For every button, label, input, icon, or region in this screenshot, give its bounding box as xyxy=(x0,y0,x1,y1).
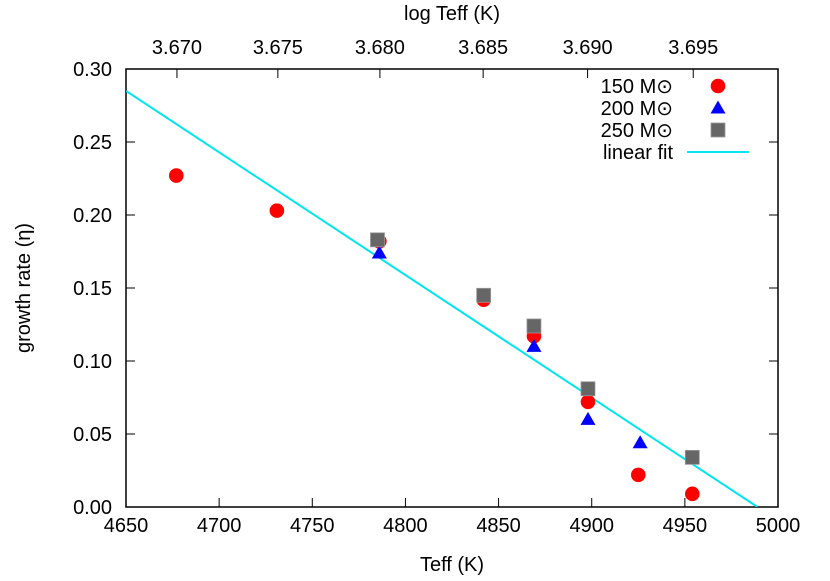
data-point-circle xyxy=(685,486,700,502)
data-point-square xyxy=(526,318,542,334)
y-axis-label: growth rate (η) xyxy=(13,223,35,353)
data-point-square xyxy=(476,287,492,303)
x-tick-label: 4700 xyxy=(197,515,242,537)
x2-tick-label: 3.690 xyxy=(563,37,613,59)
y-tick-label: 0.00 xyxy=(73,497,112,519)
x2-tick-label: 3.680 xyxy=(355,37,405,59)
x2-tick-label: 3.670 xyxy=(152,37,202,59)
top-x-axis-label: log Teff (K) xyxy=(404,3,500,25)
data-point-circle xyxy=(580,394,596,410)
x-tick-label: 4650 xyxy=(104,515,149,537)
legend: 150 M⊙200 M⊙250 M⊙linear fit xyxy=(601,76,749,164)
y-tick-label: 0.30 xyxy=(73,59,112,81)
linear-fit-line xyxy=(126,90,759,507)
x-tick-label: 4750 xyxy=(290,515,335,537)
fit-line xyxy=(126,90,759,507)
x-tick-label: 5000 xyxy=(756,515,801,537)
x-tick-label: 4850 xyxy=(476,515,521,537)
data-point-triangle xyxy=(632,435,648,449)
legend-label: 150 M⊙ xyxy=(601,76,673,98)
data-point-triangle xyxy=(580,411,596,425)
data-point-circle xyxy=(630,467,646,483)
x2-tick-label: 3.685 xyxy=(458,37,508,59)
y-tick-label: 0.15 xyxy=(73,278,112,300)
legend-marker-square xyxy=(710,122,726,138)
y-tick-label: 0.10 xyxy=(73,351,112,373)
plot-frame xyxy=(125,68,779,508)
data-point-triangle xyxy=(526,338,542,352)
x-tick-label: 4900 xyxy=(569,515,614,537)
data-point-square xyxy=(370,232,385,248)
x2-tick-label: 3.695 xyxy=(668,37,718,59)
data-point-circle xyxy=(168,168,184,183)
plot-border xyxy=(125,68,779,508)
y-tick-label: 0.25 xyxy=(73,132,112,154)
x-axis-label: Teff (K) xyxy=(420,554,484,576)
data-point-circle xyxy=(269,203,285,218)
x2-tick-label: 3.675 xyxy=(253,37,303,59)
data-point-square xyxy=(684,449,700,465)
y-tick-label: 0.20 xyxy=(73,205,112,227)
data-points xyxy=(168,168,700,502)
legend-label: 200 M⊙ xyxy=(601,98,673,120)
x-tick-label: 4800 xyxy=(383,515,428,537)
y-tick-label: 0.05 xyxy=(73,424,112,446)
legend-label: linear fit xyxy=(603,142,673,164)
data-point-square xyxy=(580,381,596,397)
legend-label: 250 M⊙ xyxy=(601,120,673,142)
axis-ticks: 4650 4700 4750 4800 4850 4900 4950 5000 3.670 3.6… xyxy=(73,37,800,537)
data-point-triangle xyxy=(371,245,387,259)
x-tick-label: 4950 xyxy=(663,515,708,537)
legend-marker-triangle xyxy=(710,100,726,114)
legend-marker-circle xyxy=(710,78,726,94)
